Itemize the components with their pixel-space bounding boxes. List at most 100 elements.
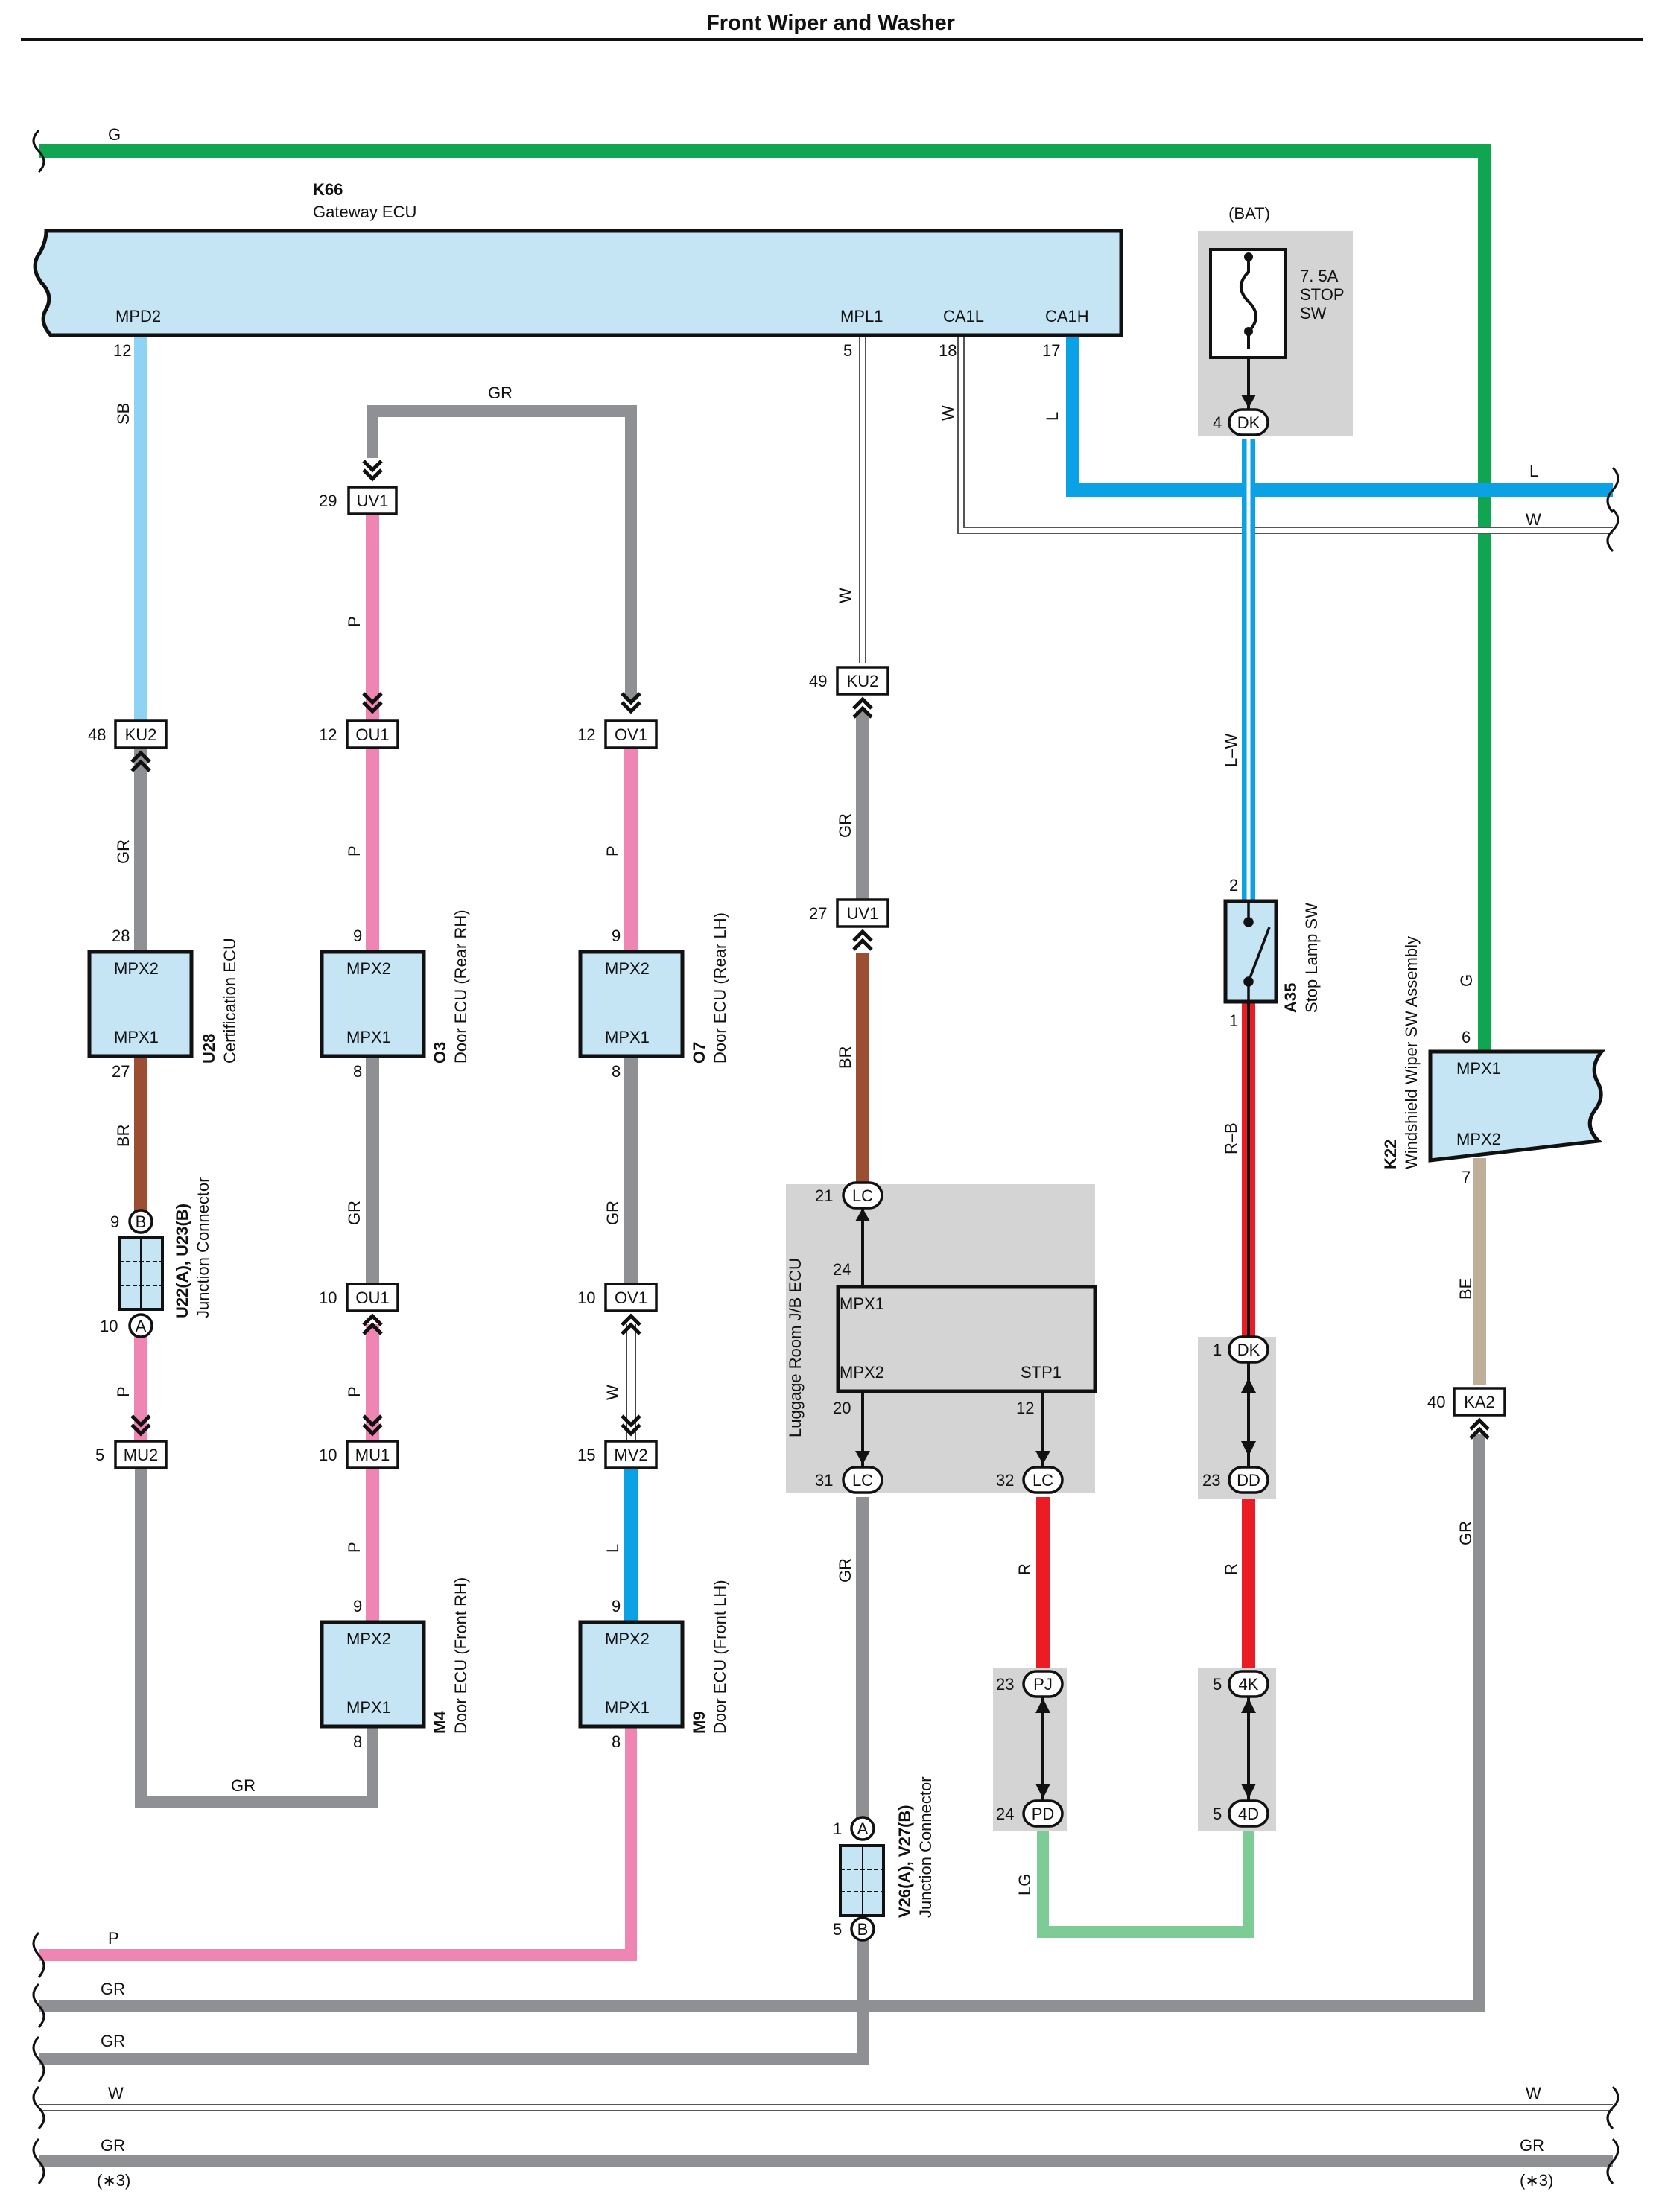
4d5-name: 4D xyxy=(1238,1805,1259,1823)
label-lw: L–W xyxy=(1222,734,1240,767)
m9-pin-bottom: 8 xyxy=(612,1732,621,1751)
m4-door-ecu-front-rh xyxy=(320,1620,426,1729)
m4-top-pin: MPX2 xyxy=(346,1630,391,1648)
jb-stp1: STP1 xyxy=(1021,1363,1062,1382)
lc21-pin: 21 xyxy=(815,1186,833,1205)
k66-pin-mpd2: MPD2 xyxy=(115,307,161,325)
dk4-pin: 4 xyxy=(1213,413,1222,432)
o7-pin-top: 9 xyxy=(612,927,621,945)
connector-dk4: DK 4 xyxy=(1213,408,1269,436)
label-r-lc32: R xyxy=(1015,1563,1034,1575)
connector-ku2-mid: KU2 49 xyxy=(809,666,889,717)
connector-uv1-top: UV1 29 xyxy=(319,461,398,515)
label-sb: SB xyxy=(114,403,133,425)
wire-w-ca1l-fill xyxy=(959,335,1613,533)
o3-code: O3 xyxy=(431,1042,449,1064)
dd23-pin: 23 xyxy=(1202,1471,1220,1490)
ov1-bot-pin: 10 xyxy=(577,1288,595,1307)
fuse-rating: 7. 5A xyxy=(1300,267,1339,285)
k22-name: Windshield Wiper SW Assembly xyxy=(1402,936,1421,1169)
ku2-mid-name: KU2 xyxy=(847,672,879,690)
u22-name: Junction Connector xyxy=(194,1177,212,1318)
4d5-pin: 5 xyxy=(1213,1805,1222,1823)
o7-top-pin: MPX2 xyxy=(605,959,650,978)
k22-top-pin: MPX1 xyxy=(1456,1059,1501,1078)
label-p-u22: P xyxy=(114,1386,133,1397)
connector-dd23: DD 23 xyxy=(1202,1466,1269,1494)
u28-pin-bottom: 27 xyxy=(112,1062,130,1081)
a35-stop-lamp-switch xyxy=(1223,899,1278,1004)
connector-lc31: LC 31 xyxy=(815,1466,883,1494)
lc21-name: LC xyxy=(852,1186,873,1205)
label-p-mu1: P xyxy=(345,1386,364,1397)
m9-name: Door ECU (Front LH) xyxy=(711,1580,729,1734)
connector-ou1-top: OU1 12 xyxy=(319,693,399,749)
label-l-ca1h: L xyxy=(1043,412,1062,421)
connector-mu2: MU2 5 xyxy=(95,1416,168,1469)
v26-junction-connector xyxy=(839,1816,885,1942)
ku2-mid-pin: 49 xyxy=(809,672,827,690)
label-gr-ku2: GR xyxy=(836,813,854,838)
uv1-top-pin: 29 xyxy=(319,492,337,510)
o7-code: O7 xyxy=(690,1042,708,1064)
u28-bottom-pin: MPX1 xyxy=(114,1028,159,1046)
o3-pin-bottom: 8 xyxy=(353,1062,362,1081)
label-gr-lc31: GR xyxy=(836,1558,854,1583)
label-l-right: L xyxy=(1529,462,1538,480)
pj23-pin: 23 xyxy=(996,1675,1014,1694)
connector-mu1: MU1 10 xyxy=(319,1416,399,1469)
label-bottom-gr3-left: GR xyxy=(101,2136,125,2155)
connector-4d5: 4D 5 xyxy=(1213,1799,1269,1828)
ov1-top-name: OV1 xyxy=(615,725,647,744)
k66-n-mpd2: 12 xyxy=(113,341,131,360)
m4-code: M4 xyxy=(431,1711,449,1734)
u22-pin-b: 9 xyxy=(110,1213,119,1231)
label-w-mpl1: W xyxy=(939,405,957,421)
mu1-pin: 10 xyxy=(319,1446,337,1464)
jb-mpx2: MPX2 xyxy=(840,1363,884,1382)
pj23-name: PJ xyxy=(1033,1675,1053,1694)
ou1-top-name: OU1 xyxy=(355,725,389,744)
ku2-left-name: KU2 xyxy=(125,725,157,744)
mv2-name: MV2 xyxy=(614,1446,647,1464)
jb-pin-mpx1: 24 xyxy=(833,1260,851,1279)
connector-lc32: LC 32 xyxy=(996,1466,1064,1494)
label-be: BE xyxy=(1456,1278,1475,1300)
label-gr-left: GR xyxy=(114,839,133,864)
break-marks xyxy=(32,129,1619,2184)
m4-name: Door ECU (Front RH) xyxy=(451,1577,470,1734)
v26-pin-a: 1 xyxy=(833,1820,842,1838)
connector-dk1: DK 1 xyxy=(1213,1335,1269,1364)
a35-code: A35 xyxy=(1281,983,1300,1013)
connector-ov1-bot: OV1 10 xyxy=(577,1283,658,1334)
label-rb: R–B xyxy=(1222,1122,1240,1154)
k66-pin-ca1l: CA1L xyxy=(943,307,984,325)
u28-code: U28 xyxy=(200,1034,218,1064)
o3-bottom-pin: MPX1 xyxy=(346,1028,391,1046)
label-r-dd: R xyxy=(1222,1563,1240,1575)
jb-pin-stp1: 12 xyxy=(1016,1399,1034,1417)
page-title: Front Wiper and Washer xyxy=(706,11,955,35)
label-bottom-w-left: W xyxy=(108,2084,124,2103)
connector-4k5: 4K 5 xyxy=(1213,1670,1269,1698)
u28-pin-top: 28 xyxy=(112,927,130,945)
wire-l-ca1h xyxy=(1066,335,1613,497)
u22-junction-connector xyxy=(118,1209,164,1338)
label-gr-loop: GR xyxy=(488,384,513,402)
label-p-mu1-lower: P xyxy=(345,1542,364,1553)
o3-pin-top: 9 xyxy=(353,927,362,945)
connector-ou1-bot: OU1 10 xyxy=(319,1283,399,1334)
4k5-pin: 5 xyxy=(1213,1675,1222,1694)
uv1-top-name: UV1 xyxy=(357,492,389,510)
k66-n-ca1h: 17 xyxy=(1042,341,1060,360)
connector-ov1-top: OV1 12 xyxy=(577,693,658,749)
u28-top-pin: MPX2 xyxy=(114,959,159,978)
label-top-g: G xyxy=(108,125,121,144)
fuse-supply: (BAT) xyxy=(1228,204,1270,223)
m9-bottom-pin: MPX1 xyxy=(605,1698,650,1717)
u22-pin-a: 10 xyxy=(100,1317,118,1335)
k66-code: K66 xyxy=(313,180,343,199)
connector-pd24: PD 24 xyxy=(996,1799,1064,1828)
u28-name: Certification ECU xyxy=(221,938,239,1064)
wire-labels: G SB GR P W L L W W GR P P GR L–W G BR B… xyxy=(97,125,1553,2190)
